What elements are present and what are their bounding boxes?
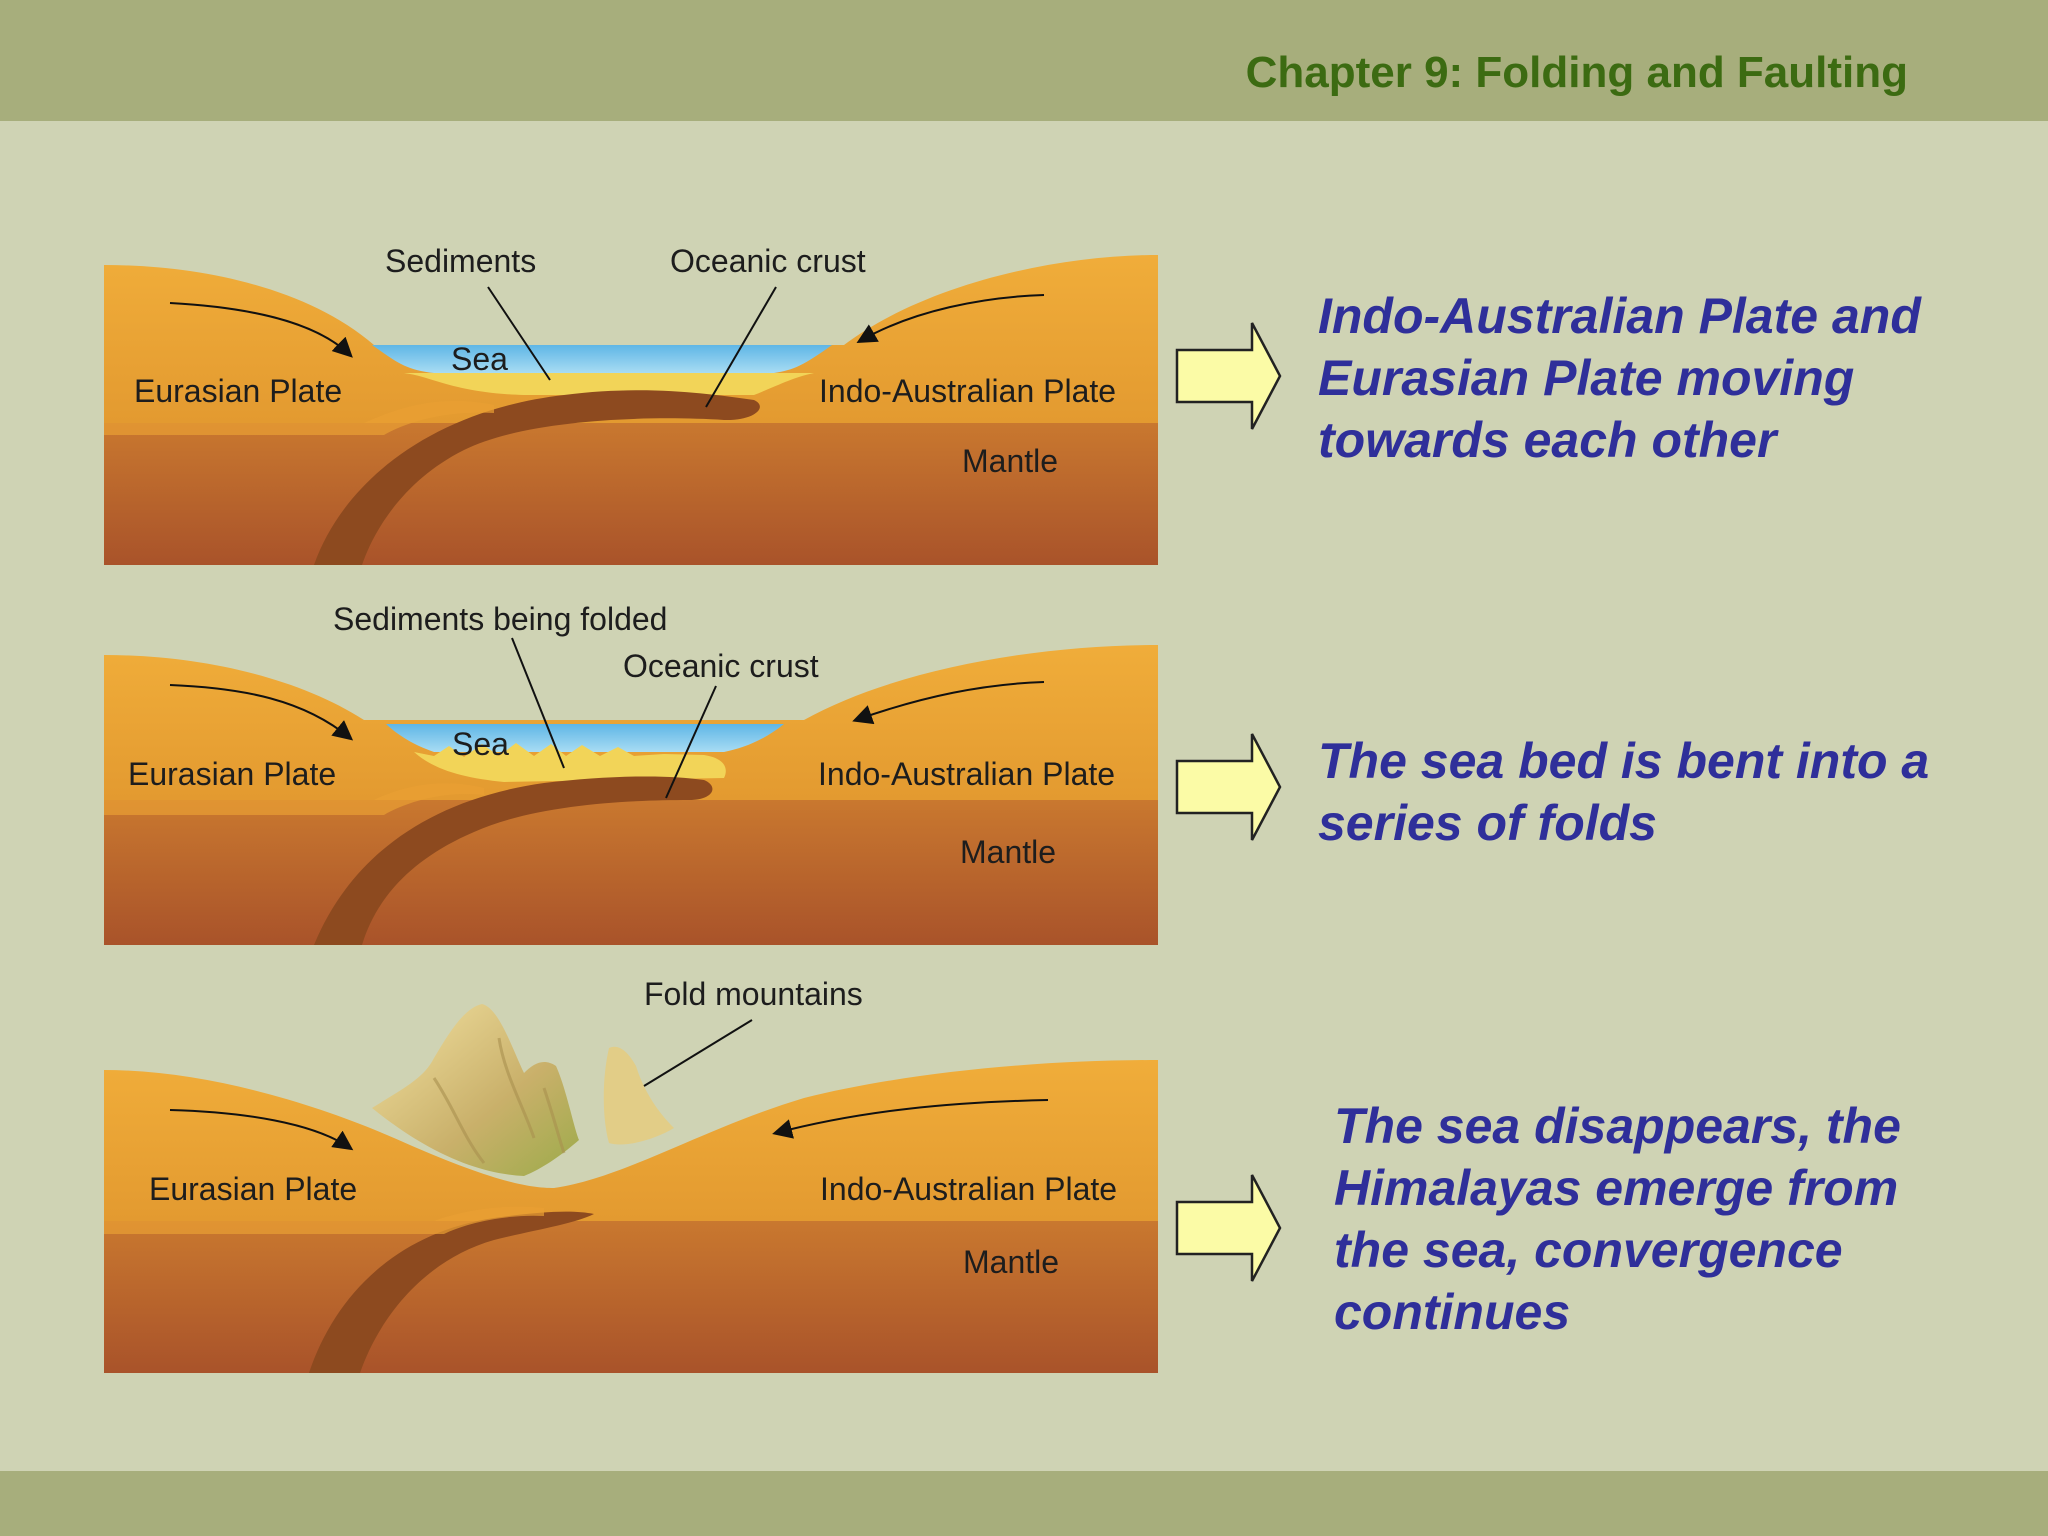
mantle-layer [104,800,1158,945]
stage-1-cross-section [104,255,1158,565]
stage-2-description-line: The sea bed is bent into a [1318,733,1930,789]
stage-3-description-line: continues [1334,1284,1571,1340]
indo-australian-plate-motion-arrow [856,294,1045,343]
stage-1-description: Indo-Australian Plate and Eurasian Plate… [1318,285,1978,471]
label-indo-australian-plate: Indo-Australian Plate [818,756,1116,792]
sediments-leader-line [511,637,565,769]
footer-bar [0,1471,2048,1536]
label-eurasian-plate: Eurasian Plate [149,1171,358,1207]
stage-2-description: The sea bed is bent into a series of fol… [1318,730,1978,854]
oceanic-crust-leader-line [665,685,717,799]
stage-3-description: The sea disappears, the Himalayas emerge… [1334,1095,1994,1343]
plate-layer [104,1060,1158,1221]
stage-2-diagram: Sediments being folded Oceanic crust Sea… [104,600,1162,945]
subducting-oceanic-plate [314,390,760,565]
stage-1-diagram: Sediments Oceanic crust Sea Eurasian Pla… [104,245,1162,585]
fold-mountains-leader-line [643,1019,753,1087]
stage-3-description-line: the sea, convergence [1334,1222,1843,1278]
label-mantle: Mantle [962,443,1059,479]
fold-mountain-peak [603,1046,674,1145]
indo-australian-plate-motion-arrow [852,681,1045,725]
subducting-oceanic-plate [309,1211,594,1373]
label-sea: Sea [451,341,508,377]
stage-2-description-line: series of folds [1318,795,1657,851]
eurasian-plate-motion-arrow [169,1109,354,1151]
mantle-layer [104,423,1158,565]
eurasian-plate-motion-arrow [169,684,354,741]
fold-mountains [372,1004,579,1176]
label-sediments: Sediments [385,243,537,279]
plate-layer [104,255,1158,423]
stage-1-description-line: towards each other [1318,412,1777,468]
label-indo-australian-plate: Indo-Australian Plate [819,373,1117,409]
stage-1-description-line: Indo-Australian Plate and [1318,288,1921,344]
oceanic-crust-leader-line [705,286,777,408]
eurasian-plate-motion-arrow [169,302,353,358]
sea-water [372,345,832,373]
header-bar: Chapter 9: Folding and Faulting [0,0,2048,121]
stage-2-arrow [1175,733,1282,841]
stage-2-cross-section [104,637,1158,945]
stage-3-diagram: Fold mountains Eurasian Plate Indo-Austr… [104,976,1162,1373]
label-oceanic-crust: Oceanic crust [670,243,866,279]
label-eurasian-plate: Eurasian Plate [134,373,343,409]
label-mantle: Mantle [963,1244,1060,1280]
chapter-title: Chapter 9: Folding and Faulting [1245,48,1908,97]
indo-australian-plate-motion-arrow [772,1099,1049,1139]
stage-1-arrow [1175,322,1282,430]
mantle-layer [104,1221,1158,1373]
label-fold-mountains: Fold mountains [644,976,863,1012]
stage-3-arrow [1175,1174,1282,1282]
plate-layer [104,645,1158,800]
folded-sediment-layer [414,743,726,782]
label-sea: Sea [452,726,509,762]
label-mantle: Mantle [960,834,1057,870]
sediments-leader-line [487,286,551,381]
stage-3-description-line: The sea disappears, the [1334,1098,1901,1154]
subducting-oceanic-plate [314,776,713,945]
sea-water [386,724,784,752]
stage-1-description-line: Eurasian Plate moving [1318,350,1855,406]
label-sediments-being-folded: Sediments being folded [333,601,668,637]
label-eurasian-plate: Eurasian Plate [128,756,337,792]
label-indo-australian-plate: Indo-Australian Plate [820,1171,1118,1207]
stage-3-description-line: Himalayas emerge from [1334,1160,1899,1216]
stage-3-cross-section [104,1004,1158,1373]
sediment-layer [404,373,814,395]
label-oceanic-crust: Oceanic crust [623,648,819,684]
